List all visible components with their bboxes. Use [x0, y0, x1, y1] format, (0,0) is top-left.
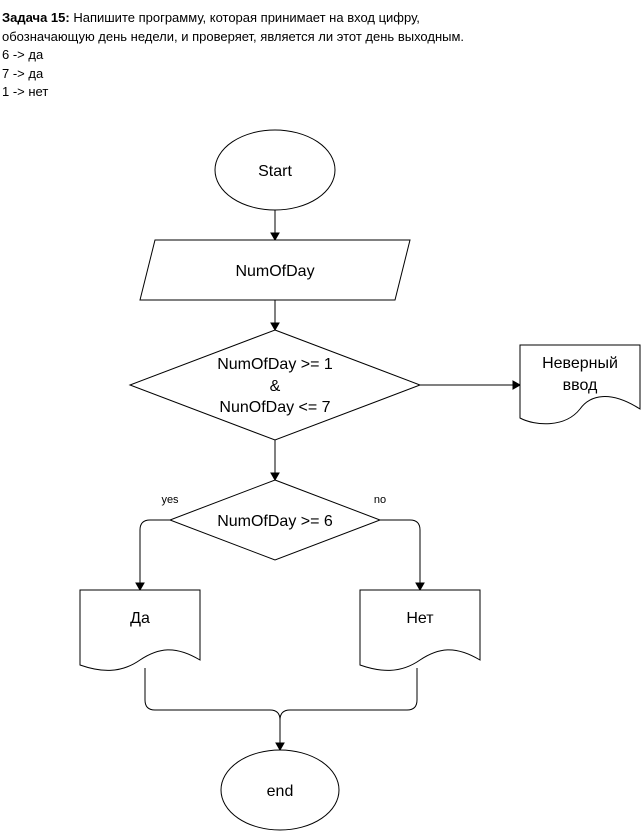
no-label: no — [374, 494, 386, 506]
task-title: Задача 15: — [2, 10, 70, 25]
output-no-node: Нет — [359, 589, 481, 671]
range-check-line3: NunOfDay <= 7 — [219, 399, 330, 416]
edge-input-to-range-check — [270, 300, 280, 332]
range-check-line2: & — [270, 378, 281, 395]
task-statement: Задача 15: Напишите программу, которая п… — [2, 9, 638, 102]
example-2: 7 -> да — [2, 65, 44, 81]
output-yes-label: Да — [130, 610, 150, 627]
task-text-line1: Напишите программу, которая принимает на… — [69, 10, 420, 25]
input-label: NumOfDay — [235, 263, 314, 280]
invalid-output-node: Неверный ввод — [519, 344, 641, 425]
yes-label: yes — [161, 494, 179, 506]
output-yes-node: Да — [79, 589, 201, 671]
end-node: end — [220, 749, 340, 831]
invalid-output-line1: Неверный — [542, 355, 618, 372]
end-label: end — [267, 783, 294, 800]
weekend-check-label: NumOfDay >= 6 — [217, 513, 333, 530]
start-node: Start — [214, 129, 336, 211]
start-label: Start — [258, 163, 292, 180]
invalid-output-line2: ввод — [563, 377, 598, 394]
task-heading-line: Задача 15: Напишите программу, которая п… — [2, 9, 638, 28]
example-1: 6 -> да — [2, 47, 44, 62]
edge-range-check-to-weekend-check — [270, 440, 280, 482]
edge-start-to-input — [270, 210, 280, 242]
output-no-label: Нет — [406, 610, 434, 627]
range-check-node: NumOfDay >= 1 & NunOfDay <= 7 — [128, 329, 422, 441]
range-check-line1: NumOfDay >= 1 — [217, 356, 333, 373]
edge-no: no — [374, 494, 425, 592]
input-node: NumOfDay — [139, 239, 411, 301]
edge-outputs-to-end — [144, 668, 418, 752]
edge-yes: yes — [135, 494, 179, 592]
example-3: 1 -> нет — [2, 84, 49, 99]
edge-range-check-to-invalid — [420, 380, 522, 390]
task-text-line2: обозначающую день недели, и проверяет, я… — [2, 28, 465, 44]
weekend-check-node: NumOfDay >= 6 — [168, 479, 382, 561]
